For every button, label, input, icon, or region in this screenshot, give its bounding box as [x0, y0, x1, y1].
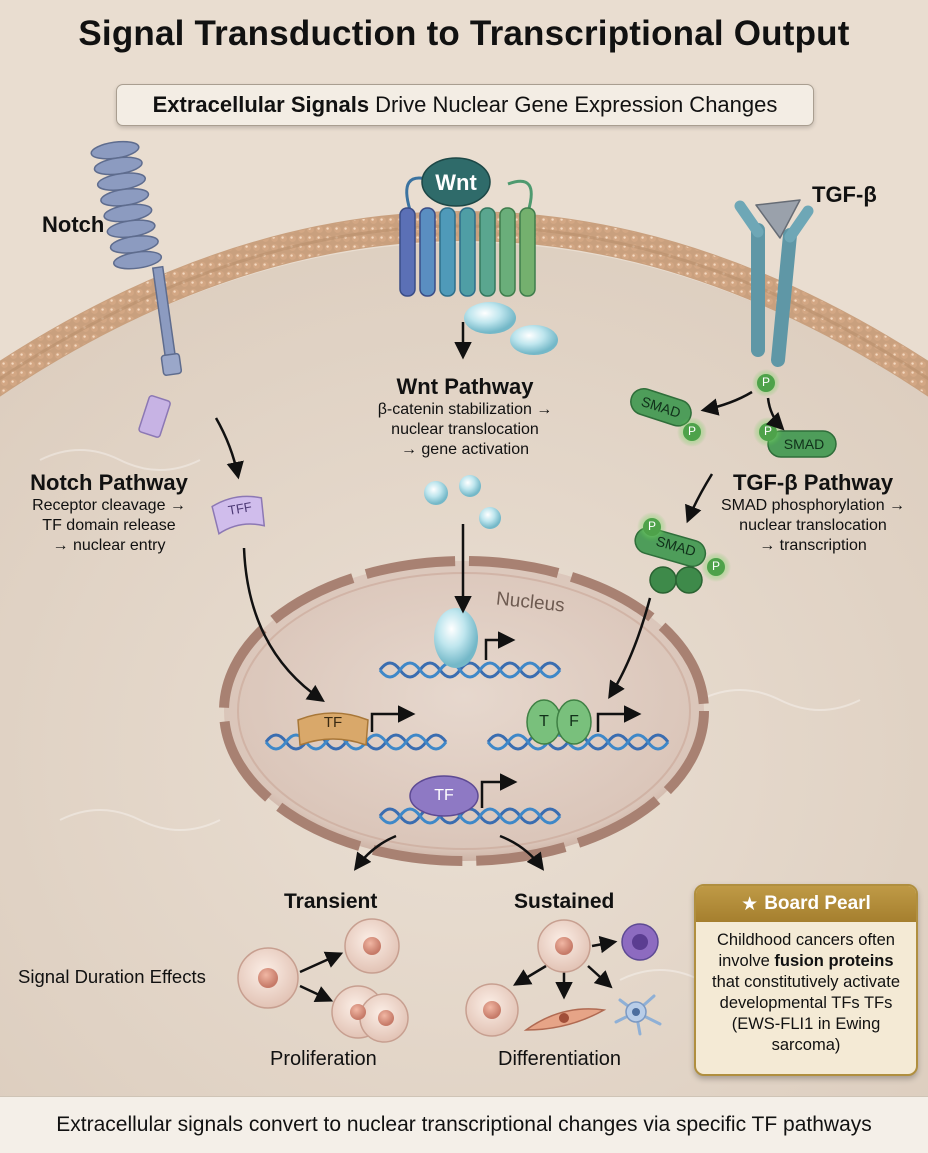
subtitle-bold: Extracellular Signals: [152, 92, 370, 117]
board-pearl-header: ★ Board Pearl: [696, 886, 916, 922]
arrow-prolif-down: [299, 984, 334, 1003]
tf-left-shape: [297, 712, 369, 747]
beta-catenin-beads: [424, 475, 501, 529]
arrow-diff-right: [591, 935, 618, 954]
tf-right-f: [556, 699, 592, 745]
phospho-label-complex-right: P: [711, 559, 720, 573]
board-pearl-title: Board Pearl: [764, 893, 871, 914]
notch-pathway-text: Notch Pathway Receptor cleavage → TF dom…: [14, 470, 204, 556]
notch-tf-fragment: [211, 495, 266, 535]
smad-label-right: SMAD: [783, 436, 825, 452]
proliferation-cells: [237, 918, 409, 1043]
arrow-diff-downright: [587, 965, 613, 989]
dna-top: [378, 661, 562, 679]
arrow-notch-to-tff: [214, 417, 244, 480]
wnt-receptor: [399, 157, 558, 355]
board-pearl-box: ★ Board Pearl Childhood cancers often in…: [694, 884, 918, 1076]
tf-bottom-label: TF: [434, 787, 454, 804]
subtitle-rest: Drive Nuclear Gene Expression Changes: [375, 92, 778, 117]
arrow-to-sustained: [499, 834, 545, 871]
wnt-ligand-label: Wnt: [435, 170, 477, 195]
phospho-label-complex-left: P: [647, 519, 656, 533]
tgf-pathway-title: TGF-β Pathway: [732, 470, 894, 495]
tf-right-label-f: F: [569, 713, 579, 730]
arrow-smad-to-complex: [685, 473, 714, 524]
board-pearl-text: Childhood cancers often involve fusion p…: [696, 922, 916, 1056]
tgf-pathway-text: TGF-β Pathway SMAD phosphorylation → nuc…: [700, 470, 926, 556]
tf-bottom-shape: [409, 775, 479, 817]
wnt-pathway-line-3: → gene activation: [400, 441, 530, 458]
board-pearl-text-bold: fusion proteins: [774, 952, 894, 970]
smad-complex: [630, 387, 837, 594]
arrow-diff-left: [512, 964, 547, 986]
arrow-prolif-up: [299, 951, 344, 974]
arrow-to-transient: [353, 834, 397, 871]
tgf-pathway-line-1: SMAD phosphorylation →: [720, 497, 906, 514]
wnt-pathway-line-1: β-catenin stabilization →: [377, 401, 553, 418]
wnt-pathway-title: Wnt Pathway: [396, 374, 534, 399]
page-title: Signal Transduction to Transcriptional O…: [78, 14, 850, 53]
notch-pathway-line-1: Receptor cleavage →: [32, 497, 186, 514]
tgf-pathway-line-2: nuclear translocation: [739, 517, 887, 534]
notch-label: Notch: [42, 212, 105, 237]
tgf-beta-receptor: [734, 199, 814, 397]
proliferation-label: Proliferation: [270, 1048, 377, 1070]
arrow-receptor-to-smad-right: [765, 397, 785, 431]
beta-catenin-tf: [434, 608, 478, 668]
notch-pathway-line-3: → nuclear entry: [52, 537, 166, 554]
arrow-receptor-to-smad-left: [700, 390, 753, 416]
signal-duration-label: Signal Duration Effects: [18, 966, 206, 987]
tgf-pathway-line-3: → transcription: [759, 537, 867, 554]
tgf-beta-label: TGF-β: [812, 182, 877, 207]
sustained-label: Sustained: [514, 890, 615, 913]
differentiation-label: Differentiation: [498, 1048, 622, 1070]
tf-right-label-t: T: [539, 713, 549, 730]
arrow-complex-to-nucleus: [608, 597, 652, 699]
footer-caption: Extracellular signals convert to nuclear…: [0, 1096, 928, 1153]
arrow-tff-to-nucleus: [242, 547, 325, 702]
wnt-pathway-text: Wnt Pathway β-catenin stabilization → nu…: [340, 374, 590, 460]
star-icon: ★: [741, 893, 759, 915]
notch-pathway-line-2: TF domain release: [42, 517, 176, 534]
board-pearl-text-pre: Childhood cancers often involve: [717, 931, 895, 970]
notch-pathway-title: Notch Pathway: [30, 470, 188, 495]
wnt-ligand: [421, 157, 491, 207]
transient-label: Transient: [284, 890, 378, 913]
subtitle-box: Extracellular Signals Drive Nuclear Gene…: [116, 84, 814, 126]
phospho-label-receptor: P: [761, 375, 770, 389]
differentiation-cells: [465, 919, 662, 1037]
phospho-label-smad-right: P: [763, 424, 772, 438]
tf-left-label: TF: [323, 714, 343, 731]
board-pearl-text-post: that constitutively activate development…: [711, 973, 900, 1054]
wnt-pathway-line-2: nuclear translocation: [391, 421, 539, 438]
phospho-label-smad-left: P: [687, 424, 696, 438]
notch-receptor: [90, 140, 183, 438]
